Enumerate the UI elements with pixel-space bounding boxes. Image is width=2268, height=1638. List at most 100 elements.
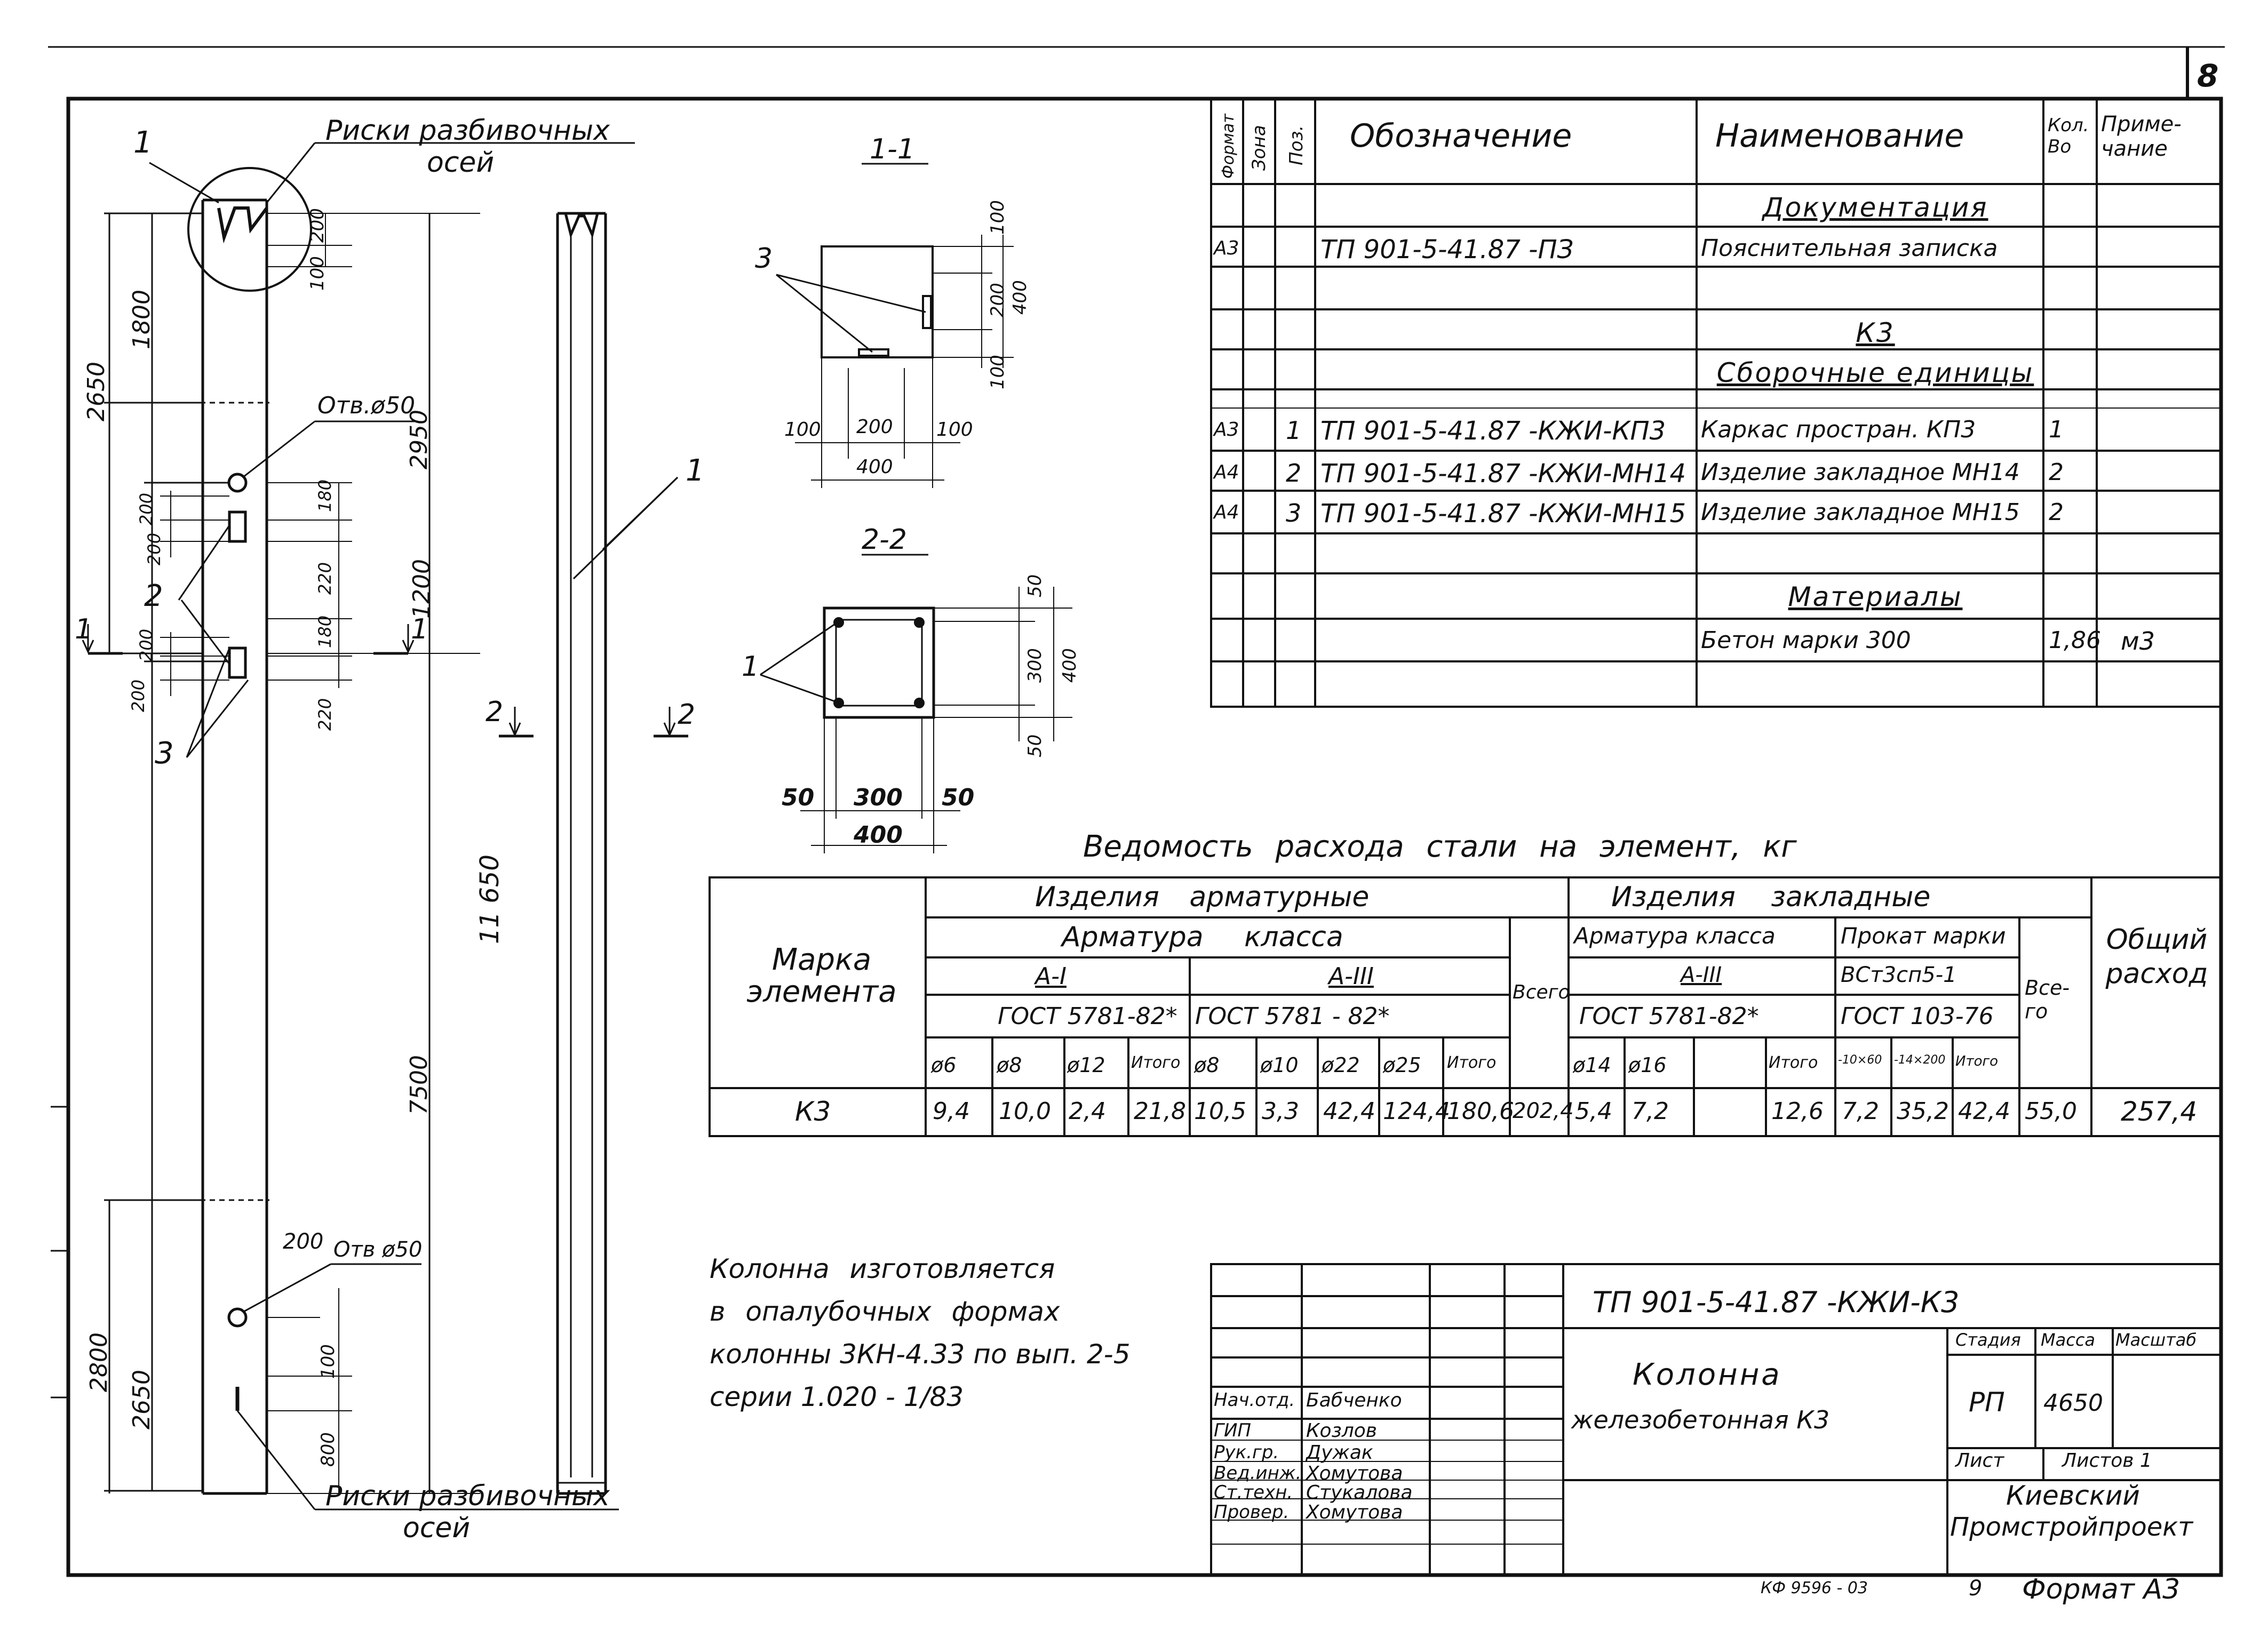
spec-row-name: Документация bbox=[1762, 192, 1988, 223]
steel-row-zaklad-value: 12,6 bbox=[1771, 1098, 1824, 1125]
spec-h-designation: Обозначение bbox=[1350, 117, 1572, 155]
spec-row-name: Изделие закладное МН15 bbox=[1701, 499, 2020, 526]
spec-row-name: Изделие закладное МН14 bbox=[1701, 459, 2020, 486]
s22-w50-b: 50 bbox=[942, 784, 975, 811]
dim-200-d: 200 bbox=[136, 628, 156, 661]
dim-220-b: 220 bbox=[315, 698, 335, 731]
steel-row-overall: 257,4 bbox=[2121, 1096, 2198, 1127]
spec-row-designation: ТП 901-5-41.87 -КЖИ-МН14 bbox=[1320, 459, 1686, 489]
mass-header: Масса bbox=[2041, 1330, 2096, 1350]
steel-row-zaklad-value: 42,4 bbox=[1958, 1098, 2010, 1125]
position-2: 2 bbox=[144, 579, 163, 613]
s22-h50-b: 50 bbox=[1024, 734, 1046, 757]
position-1: 1 bbox=[133, 125, 153, 160]
steel-subheader: ø16 bbox=[1628, 1053, 1667, 1077]
cut-2-right: 2 bbox=[678, 699, 696, 731]
spec-row-name: Сборочные единицы bbox=[1716, 357, 2034, 388]
note-hole-bottom: Отв ø50 bbox=[333, 1237, 423, 1262]
dim-800: 800 bbox=[317, 1432, 339, 1467]
dim-2950: 2950 bbox=[405, 410, 433, 469]
stage-value: РП bbox=[1969, 1387, 2005, 1418]
s11-h400: 400 bbox=[1009, 280, 1031, 315]
spec-h-name: Наименование bbox=[1715, 117, 1964, 155]
steel-row-value: 124,4 bbox=[1383, 1098, 1450, 1125]
dim-100-b: 100 bbox=[317, 1344, 339, 1379]
spec-row-format: А3 bbox=[1214, 237, 1239, 259]
cut-1-right: 1 bbox=[411, 613, 429, 645]
note-line-3: колонны 3КН-4.33 по вып. 2-5 bbox=[710, 1339, 1131, 1370]
steel-subheader: ø12 bbox=[1067, 1053, 1105, 1077]
spec-row-name: Бетон марки 300 bbox=[1701, 627, 1911, 654]
staff-role: Ст.техн. bbox=[1214, 1482, 1293, 1503]
spec-row-format: А4 bbox=[1214, 501, 1239, 523]
steel-h-zaklad-AIII: А-III bbox=[1681, 963, 1722, 987]
position-1-right: 1 bbox=[686, 453, 705, 488]
steel-row-value: 3,3 bbox=[1262, 1098, 1299, 1125]
position-3: 3 bbox=[155, 736, 174, 771]
steel-h-armatura-klassa: Арматура класса bbox=[1062, 921, 1343, 953]
steel-row-value: 180,6 bbox=[1447, 1098, 1514, 1125]
steel-row-total-zaklad: 55,0 bbox=[2025, 1098, 2077, 1125]
steel-subheader: Итого bbox=[1131, 1053, 1181, 1072]
steel-subheader: ø22 bbox=[1322, 1053, 1360, 1077]
staff-role: Нач.отд. bbox=[1214, 1389, 1295, 1411]
steel-subheader: ø25 bbox=[1383, 1053, 1421, 1077]
cut-1-left: 1 bbox=[75, 613, 93, 645]
steel-subheader: -14×200 bbox=[1894, 1053, 1946, 1067]
dim-11650: 11 650 bbox=[475, 854, 505, 944]
sheet-header: Лист bbox=[1955, 1450, 2004, 1472]
steel-subheader: ø8 bbox=[997, 1053, 1022, 1077]
spec-row-name: Каркас простран. КП3 bbox=[1701, 416, 1976, 443]
steel-row-value: 2,4 bbox=[1069, 1098, 1106, 1125]
steel-subheader: ø14 bbox=[1573, 1053, 1611, 1077]
dim-2650-top: 2650 bbox=[83, 362, 110, 421]
spec-row-qty: 2 bbox=[2049, 499, 2064, 526]
steel-row-value: 9,4 bbox=[933, 1098, 970, 1125]
steel-subheader: Итого bbox=[1955, 1053, 1999, 1069]
sheet-number: 8 bbox=[2197, 58, 2219, 94]
note-hole-top: Отв.ø50 bbox=[317, 392, 416, 419]
steel-h-AI: А-I bbox=[1035, 963, 1067, 990]
title-line-2: железобетонная К3 bbox=[1571, 1405, 1830, 1434]
spec-row-designation: ТП 901-5-41.87 -КЖИ-МН15 bbox=[1320, 499, 1686, 529]
s11-w400: 400 bbox=[856, 456, 893, 478]
dim-1200: 1200 bbox=[408, 559, 435, 619]
steel-row-zaklad-value: 7,2 bbox=[1632, 1098, 1669, 1125]
steel-table-title: Ведомость расхода стали на элемент, кг bbox=[1083, 829, 1797, 864]
steel-subheader: ø6 bbox=[931, 1053, 957, 1077]
staff-name: Бабченко bbox=[1306, 1389, 1402, 1411]
s11-w100-a: 100 bbox=[784, 419, 821, 441]
staff-name: Дужак bbox=[1306, 1442, 1373, 1464]
steel-h-total-arm: Всего bbox=[1513, 981, 1570, 1003]
s22-h400: 400 bbox=[1059, 648, 1080, 683]
section-2-2-pos: 1 bbox=[742, 651, 760, 683]
stage-header: Стадия bbox=[1955, 1330, 2021, 1350]
steel-h-total-zaklad: Все-го bbox=[2025, 976, 2070, 1023]
cut-2-left: 2 bbox=[486, 696, 504, 728]
org-line-2: Промстройпроект bbox=[1950, 1512, 2193, 1542]
s22-w50-a: 50 bbox=[782, 784, 815, 811]
footer-format: Формат А3 bbox=[2022, 1573, 2181, 1605]
dim-200-c: 200 bbox=[144, 532, 164, 565]
staff-name: Хомутова bbox=[1306, 1501, 1403, 1523]
steel-h-zaklad-arm: Арматура класса bbox=[1574, 923, 1776, 949]
dim-200: 200 bbox=[307, 208, 328, 243]
staff-name: Козлов bbox=[1306, 1420, 1377, 1442]
steel-subheader: ø8 bbox=[1194, 1053, 1220, 1077]
spec-h-pos: Поз. bbox=[1286, 125, 1307, 165]
dim-180-b: 180 bbox=[315, 615, 335, 648]
note-axis-marks-bottom: Риски разбивочных bbox=[325, 1480, 610, 1512]
dim-220-a: 220 bbox=[315, 562, 335, 595]
note-line-2: в опалубочных формах bbox=[710, 1296, 1060, 1327]
s11-h200: 200 bbox=[987, 283, 1008, 317]
steel-h-gost-AIII: ГОСТ 5781 - 82* bbox=[1195, 1003, 1390, 1030]
s11-h100-a: 100 bbox=[987, 200, 1008, 235]
s11-h100-b: 100 bbox=[987, 355, 1008, 389]
spec-row-qty: 1 bbox=[2049, 416, 2064, 443]
spec-row-note: м3 bbox=[2121, 627, 2155, 656]
s22-h300: 300 bbox=[1024, 648, 1046, 683]
steel-subheader: ø10 bbox=[1260, 1053, 1299, 1077]
staff-role: Провер. bbox=[1214, 1501, 1290, 1523]
spec-row-name: К3 bbox=[1856, 317, 1895, 348]
